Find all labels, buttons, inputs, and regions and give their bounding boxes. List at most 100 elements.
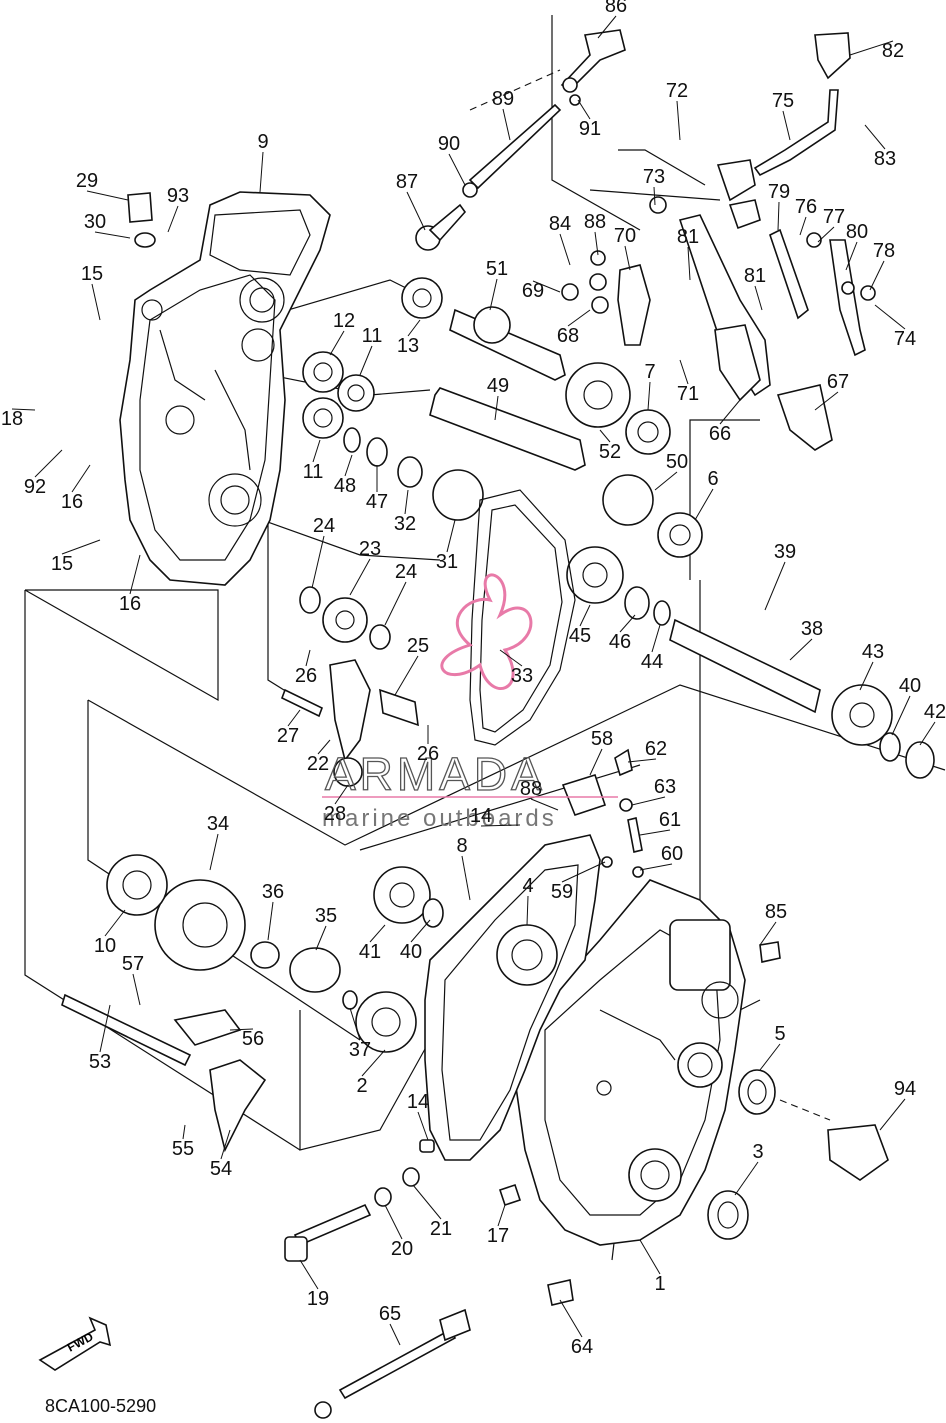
leader-line — [653, 186, 656, 206]
fwd-arrow: FWD — [38, 1316, 112, 1371]
leader-line — [259, 151, 264, 193]
callout-28: 28 — [324, 803, 346, 825]
leader-line — [719, 399, 741, 425]
callout-92: 92 — [24, 476, 46, 498]
leader-line — [299, 1259, 319, 1290]
leader-line — [446, 519, 456, 553]
callout-65: 65 — [379, 1303, 401, 1325]
callout-16: 16 — [119, 593, 141, 615]
callout-88: 88 — [520, 778, 542, 800]
leader-line — [676, 100, 681, 141]
leader-line — [561, 861, 606, 883]
callout-6: 6 — [707, 468, 718, 490]
callout-16: 16 — [61, 491, 83, 513]
callout-33: 33 — [511, 665, 533, 687]
leader-line — [99, 1004, 111, 1053]
callout-75: 75 — [772, 90, 794, 112]
callout-46: 46 — [609, 631, 631, 653]
callout-59: 59 — [551, 881, 573, 903]
callout-24: 24 — [395, 561, 417, 583]
callout-82: 82 — [882, 40, 904, 62]
leader-line — [631, 796, 666, 806]
leader-line — [384, 1204, 403, 1240]
callout-10: 10 — [94, 935, 116, 957]
callout-45: 45 — [569, 625, 591, 647]
leader-line — [814, 391, 839, 411]
leader-line — [389, 1323, 401, 1346]
leader-line — [849, 40, 894, 56]
callout-31: 31 — [436, 551, 458, 573]
leader-line — [34, 449, 63, 478]
leader-line — [499, 649, 523, 667]
leader-line — [317, 739, 331, 755]
leader-line — [305, 649, 311, 667]
leader-line — [489, 278, 498, 311]
leader-line — [579, 604, 591, 627]
leader-line — [777, 201, 780, 231]
leader-line — [220, 1129, 231, 1160]
callout-66: 66 — [709, 423, 731, 445]
callout-49: 49 — [487, 375, 509, 397]
callout-88: 88 — [584, 211, 606, 233]
callout-56: 56 — [242, 1028, 264, 1050]
leader-line — [407, 319, 421, 337]
leader-line — [559, 1299, 583, 1338]
leader-line — [417, 1111, 429, 1141]
leader-line — [361, 1049, 386, 1077]
watermark-subtitle: marine outboards — [322, 805, 557, 832]
leader-line — [369, 924, 386, 943]
watermark: ARMADA marine outboards — [322, 573, 618, 832]
callout-37: 37 — [349, 1039, 371, 1061]
callout-21: 21 — [430, 1218, 452, 1240]
leader-line — [694, 488, 714, 521]
callout-81: 81 — [677, 226, 699, 248]
leader-line — [734, 1161, 759, 1196]
leader-line — [229, 1028, 254, 1031]
leader-line — [567, 309, 591, 327]
callout-11: 11 — [362, 325, 383, 347]
callout-7: 7 — [644, 361, 655, 383]
leader-line — [287, 709, 301, 727]
leader-line — [764, 561, 786, 611]
leader-line — [406, 191, 426, 231]
leader-line — [86, 190, 129, 201]
leader-line — [577, 99, 591, 120]
callout-91: 91 — [579, 118, 601, 140]
leader-line — [759, 921, 777, 946]
leader-line — [311, 535, 325, 589]
leader-line — [754, 285, 763, 311]
callout-79: 79 — [768, 181, 790, 203]
callout-9: 9 — [257, 131, 268, 153]
callout-61: 61 — [659, 809, 681, 831]
leader-line — [94, 231, 131, 239]
callout-12: 12 — [333, 310, 355, 332]
leader-line — [344, 454, 353, 477]
leader-line — [394, 655, 419, 696]
callout-36: 36 — [262, 881, 284, 903]
callout-18: 18 — [1, 408, 23, 430]
leader-line — [526, 895, 529, 926]
callout-26: 26 — [417, 743, 439, 765]
callout-80: 80 — [846, 221, 868, 243]
leader-line — [129, 554, 141, 595]
callout-30: 30 — [84, 211, 106, 233]
leader-line — [404, 489, 409, 515]
leader-line — [864, 124, 886, 150]
callout-14: 14 — [470, 805, 492, 827]
callout-34: 34 — [207, 813, 229, 835]
callout-89: 89 — [492, 88, 514, 110]
callout-69: 69 — [522, 280, 544, 302]
callout-42: 42 — [924, 701, 946, 723]
callout-23: 23 — [359, 538, 381, 560]
callout-40: 40 — [899, 675, 921, 697]
leader-line — [209, 833, 219, 871]
leader-line — [597, 15, 617, 39]
leader-line — [312, 439, 321, 463]
leader-line — [594, 231, 599, 256]
leader-line — [494, 395, 499, 421]
callout-52: 52 — [599, 441, 621, 463]
leader-line — [412, 1184, 442, 1220]
leader-line — [104, 909, 126, 937]
callout-48: 48 — [334, 475, 356, 497]
